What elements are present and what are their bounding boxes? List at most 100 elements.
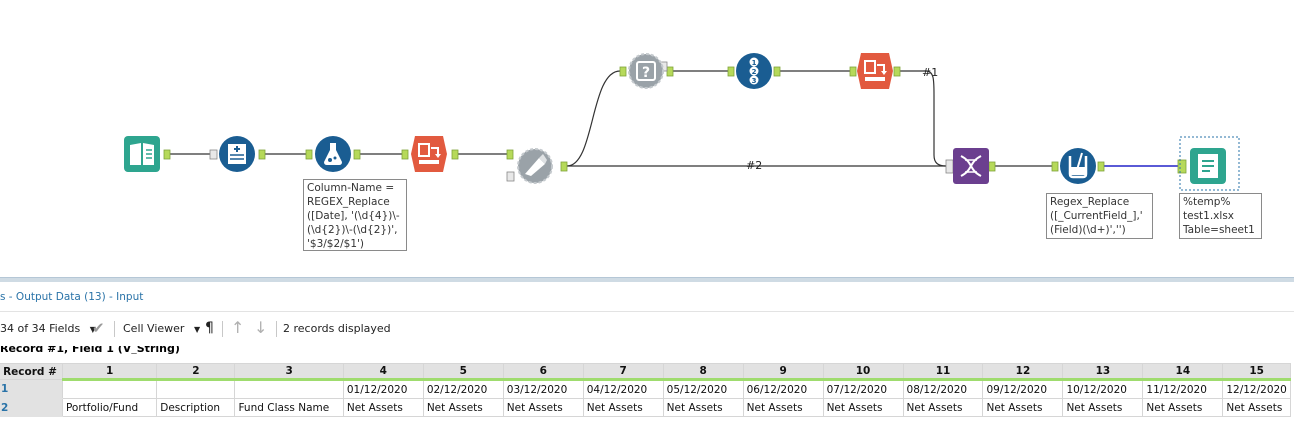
select-icon	[857, 53, 893, 89]
multi-field-formula-tool[interactable]	[1060, 148, 1096, 184]
append-fields-tool[interactable]	[953, 148, 989, 184]
column-header[interactable]: 15	[1222, 363, 1291, 381]
grid-cell[interactable]: Net Assets	[822, 398, 904, 417]
grid-cell[interactable]: Net Assets	[742, 398, 824, 417]
column-header[interactable]: 11	[902, 363, 984, 381]
output-anchor[interactable]	[773, 66, 781, 77]
checkmark-icon[interactable]: ✔	[92, 319, 105, 337]
grid-cell[interactable]: Net Assets	[422, 398, 504, 417]
formula-tool[interactable]	[315, 136, 351, 172]
column-header[interactable]: 6	[502, 363, 584, 381]
connection-line[interactable]	[900, 70, 947, 167]
input-anchor[interactable]	[401, 149, 409, 160]
cell-viewer-label: Cell Viewer	[123, 322, 185, 335]
input-data-tool[interactable]	[124, 136, 160, 172]
grid-cell[interactable]: Net Assets	[342, 398, 424, 417]
connection-line[interactable]	[566, 70, 621, 167]
grid-cell[interactable]: Net Assets	[502, 398, 584, 417]
grid-cell[interactable]: 02/12/2020	[422, 379, 504, 399]
output-anchor[interactable]	[893, 66, 901, 77]
grid-cell[interactable]: 03/12/2020	[502, 379, 584, 399]
grid-cell[interactable]	[234, 379, 344, 399]
grid-cell[interactable]: 09/12/2020	[982, 379, 1064, 399]
grid-cell[interactable]: Net Assets	[582, 398, 664, 417]
grid-cell[interactable]	[156, 379, 236, 399]
grid-cell[interactable]: Net Assets	[1222, 398, 1291, 417]
grid-cell[interactable]: Net Assets	[1062, 398, 1144, 417]
input-anchor[interactable]	[849, 66, 857, 77]
select-records-tool-2[interactable]	[857, 53, 893, 89]
column-header[interactable]: 5	[422, 363, 504, 381]
column-header[interactable]: 8	[662, 363, 744, 381]
grid-cell[interactable]: 04/12/2020	[582, 379, 664, 399]
grid-cell[interactable]: Fund Class Name	[234, 398, 344, 417]
book-icon	[124, 136, 160, 172]
fields-selector[interactable]: 34 of 34 Fields ▼	[0, 322, 96, 335]
column-header[interactable]: 4	[342, 363, 424, 381]
grid-cell[interactable]: Portfolio/Fund	[61, 398, 158, 417]
column-header[interactable]: 1	[61, 363, 158, 381]
input-anchor[interactable]	[305, 149, 313, 160]
input-anchor[interactable]	[506, 149, 514, 160]
dynamic-input-tool[interactable]	[219, 136, 255, 172]
svg-text:?: ?	[642, 65, 650, 81]
input-anchor-multi[interactable]	[945, 159, 954, 174]
output-anchor[interactable]	[988, 161, 996, 172]
grid-cell[interactable]: 06/12/2020	[742, 379, 824, 399]
output-anchor[interactable]	[353, 149, 361, 160]
divider	[222, 321, 223, 337]
grid-cell[interactable]: Description	[156, 398, 236, 417]
column-header[interactable]: 12	[982, 363, 1064, 381]
column-header[interactable]: 13	[1062, 363, 1144, 381]
grid-cell[interactable]: 05/12/2020	[662, 379, 744, 399]
output-anchor[interactable]	[163, 149, 171, 160]
grid-cell[interactable]: Net Assets	[1142, 398, 1224, 417]
grid-cell[interactable]: 12/12/2020	[1222, 379, 1291, 399]
output-anchor[interactable]	[451, 149, 459, 160]
filter-tool[interactable]: ?	[628, 53, 664, 89]
input-anchor[interactable]	[727, 66, 735, 77]
column-header[interactable]: 10	[822, 363, 904, 381]
grid-cell[interactable]: 11/12/2020	[1142, 379, 1224, 399]
grid-cell[interactable]: 10/12/2020	[1062, 379, 1144, 399]
grid-cell[interactable]: Net Assets	[982, 398, 1064, 417]
workflow-canvas[interactable]: ? 1 2 3	[0, 0, 1294, 278]
select-records-tool[interactable]	[411, 136, 447, 172]
dropdown-arrow-icon: ▼	[193, 325, 201, 334]
output-anchor[interactable]	[666, 66, 674, 77]
record-id-tool[interactable]: 1 2 3	[736, 53, 772, 89]
output-anchor[interactable]	[258, 149, 266, 160]
grid-cell[interactable]: 07/12/2020	[822, 379, 904, 399]
column-header[interactable]: 14	[1142, 363, 1224, 381]
paragraph-icon[interactable]: ¶	[205, 320, 214, 336]
grid-cell[interactable]: Net Assets	[902, 398, 984, 417]
output-data-tool[interactable]	[1190, 148, 1226, 184]
output-anchor[interactable]	[560, 161, 568, 172]
grid-cell[interactable]: Net Assets	[662, 398, 744, 417]
arrow-up-icon[interactable]: ↑	[231, 318, 245, 337]
column-header[interactable]: 2	[156, 363, 236, 381]
records-displayed-text: 2 records displayed	[283, 322, 391, 335]
grid-cell[interactable]	[61, 379, 158, 399]
grid-cell[interactable]: 01/12/2020	[342, 379, 424, 399]
column-header[interactable]: 3	[234, 363, 344, 381]
input-anchor[interactable]	[619, 66, 627, 77]
cell-viewer-button[interactable]: Cell Viewer ▼	[123, 322, 200, 335]
input-anchor[interactable]	[1051, 161, 1059, 172]
join-tool[interactable]	[517, 148, 553, 184]
fields-selector-label: 34 of 34 Fields	[0, 322, 81, 335]
input-anchor-right[interactable]	[506, 171, 515, 182]
input-anchor-sum[interactable]	[209, 149, 218, 160]
panel-splitter[interactable]	[0, 277, 1294, 282]
record-number-header[interactable]: Record #	[0, 363, 63, 380]
output-anchor[interactable]	[1097, 161, 1105, 172]
column-header[interactable]: 7	[582, 363, 664, 381]
grid-cell[interactable]: 08/12/2020	[902, 379, 984, 399]
column-header[interactable]: 9	[742, 363, 824, 381]
input-anchor[interactable]	[1177, 159, 1187, 174]
arrow-down-icon[interactable]: ↓	[254, 318, 268, 337]
